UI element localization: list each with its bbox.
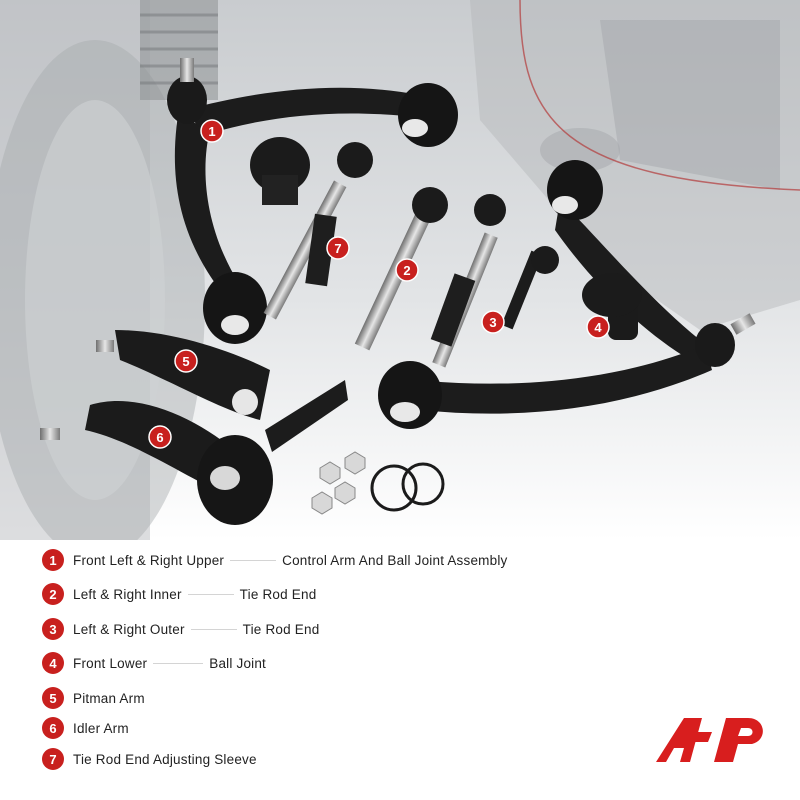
legend-item-6: 6 Idler Arm: [42, 716, 129, 740]
legend-item-7: 7 Tie Rod End Adjusting Sleeve: [42, 747, 257, 771]
parts-legend: 1 Front Left & Right Upper Control Arm A…: [0, 540, 800, 800]
pitman-arm: [96, 330, 270, 420]
legend-item-4: 4 Front Lower Ball Joint: [42, 651, 266, 675]
legend-number: 6: [42, 717, 64, 739]
hardware-nuts-and-clips: [311, 451, 445, 515]
legend-label: Idler Arm: [73, 720, 129, 736]
badge-3: 3: [481, 310, 505, 334]
svg-text:3: 3: [489, 315, 496, 330]
legend-label: Tie Rod End Adjusting Sleeve: [73, 751, 257, 767]
svg-text:4: 4: [594, 320, 602, 335]
legend-item-1: 1 Front Left & Right Upper Control Arm A…: [42, 548, 507, 572]
legend-number: 1: [42, 549, 64, 571]
svg-text:6: 6: [156, 430, 163, 445]
svg-text:7: 7: [334, 241, 341, 256]
legend-detail: Tie Rod End: [242, 621, 320, 637]
legend-detail: Ball Joint: [209, 655, 267, 671]
legend-divider: [230, 559, 277, 561]
svg-text:2: 2: [403, 263, 410, 278]
adjusting-sleeves: [305, 213, 476, 347]
badge-1: 1: [200, 119, 224, 143]
product-photo: 1 2 3 4 5 6 7: [0, 0, 800, 540]
legend-divider: [153, 662, 204, 664]
ball-joints: [250, 137, 642, 340]
badge-2: 2: [395, 258, 419, 282]
a-premium-logo-icon: [652, 708, 770, 764]
legend-label: Pitman Arm: [73, 690, 145, 706]
legend-item-2: 2 Left & Right Inner Tie Rod End: [42, 582, 316, 606]
legend-label: Left & Right Inner: [73, 586, 182, 602]
legend-item-3: 3 Left & Right Outer Tie Rod End: [42, 617, 319, 641]
svg-text:1: 1: [208, 124, 215, 139]
legend-divider: [187, 593, 234, 595]
upper-control-arm-left: [167, 58, 458, 344]
legend-number: 7: [42, 748, 64, 770]
badge-7: 7: [326, 236, 350, 260]
legend-detail: Control Arm And Ball Joint Assembly: [282, 552, 508, 568]
legend-divider: [190, 628, 237, 630]
legend-label: Left & Right Outer: [73, 621, 185, 637]
legend-number: 5: [42, 687, 64, 709]
badge-4: 4: [586, 315, 610, 339]
legend-number: 2: [42, 583, 64, 605]
legend-number: 3: [42, 618, 64, 640]
badge-6: 6: [148, 425, 172, 449]
legend-detail: Tie Rod End: [239, 586, 317, 602]
legend-label: Front Left & Right Upper: [73, 552, 225, 568]
legend-item-5: 5 Pitman Arm: [42, 686, 145, 710]
badge-5: 5: [174, 349, 198, 373]
legend-label: Front Lower: [73, 655, 148, 671]
svg-text:5: 5: [182, 354, 189, 369]
legend-number: 4: [42, 652, 64, 674]
